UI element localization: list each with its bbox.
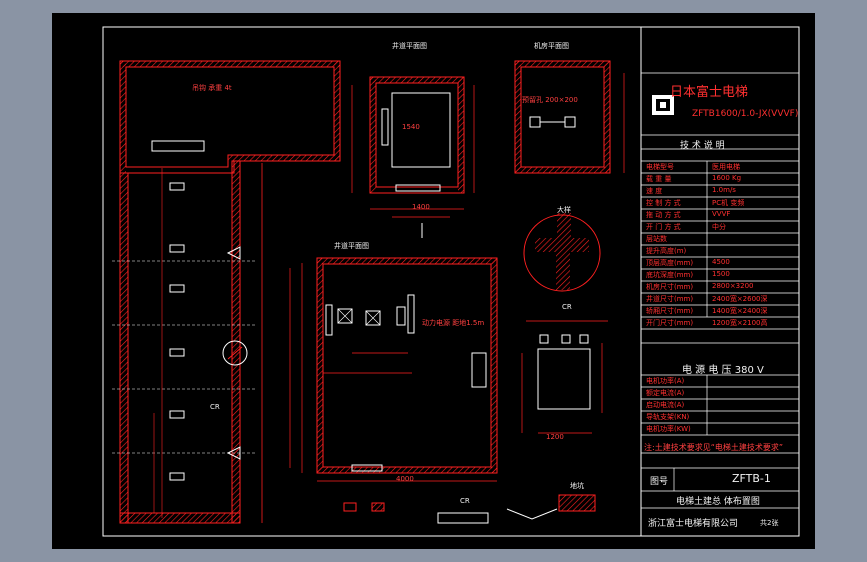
spec-value: 1400宽×2400深 — [712, 307, 768, 315]
plan-title: 井道平面图 — [392, 42, 427, 50]
title-block-grid — [641, 72, 799, 509]
spec-key: 载 重 量 — [646, 175, 672, 183]
company-name-cn: 日本富士电梯 — [670, 85, 749, 100]
spec-key: 提升高度(m) — [646, 247, 687, 255]
construction-note: 注:土建技术要求见“电梯土建技术要求” — [644, 443, 783, 452]
cad-drawing — [102, 26, 800, 537]
spec-key: 底坑深度(mm) — [646, 271, 694, 279]
spec-value: 医用电梯 — [712, 163, 740, 171]
spec-value: 1200宽×2100高 — [712, 319, 768, 327]
pit-label: 地坑 — [570, 482, 584, 490]
spec-key: 轿厢尺寸(mm) — [646, 307, 694, 315]
spec-value: 中分 — [712, 223, 726, 231]
drawing-frame — [102, 26, 800, 537]
cr-label-1: CR — [562, 303, 572, 311]
spec-key: 电梯型号 — [646, 163, 674, 171]
machine-room-plan — [514, 60, 625, 174]
shaft-plan-large — [289, 257, 498, 482]
drawing-no: ZFTB-1 — [732, 472, 771, 485]
power-key: 电机功率(A) — [646, 377, 685, 385]
hoistway-elevation — [112, 60, 341, 524]
cr-label-3: CR — [460, 497, 470, 505]
pit-detail — [521, 320, 608, 434]
dim-1540: 1540 — [402, 123, 420, 131]
bottom-details — [343, 494, 596, 524]
power-key: 额定电流(A) — [646, 389, 685, 397]
sheet-number: 共2张 — [760, 519, 779, 527]
cr-label-2: CR — [210, 403, 220, 411]
spec-value: PC机 变频 — [712, 199, 745, 207]
drawing-title: 电梯土建总 体布置图 — [676, 497, 760, 507]
hole-note: 预留孔 200×200 — [522, 96, 578, 104]
tech-heading: 技 术 说 明 — [680, 141, 725, 151]
drawing-no-label: 图号 — [650, 477, 669, 487]
power-key: 导轨支架(KN) — [646, 413, 690, 421]
spec-value: 1500 — [712, 270, 730, 278]
drawing-sheet: 日本富士电梯 ZFTB1600/1.0-JX(VVVF) 技 术 说 明 电梯型… — [52, 13, 815, 549]
spec-value: 1600 Kg — [712, 174, 742, 182]
hook-note: 吊钩 承重 4t — [192, 84, 232, 92]
detail-title: 大样 — [557, 206, 571, 214]
power-key: 启动电流(A) — [646, 401, 685, 409]
model-number: ZFTB1600/1.0-JX(VVVF) — [692, 109, 799, 119]
spec-key: 拖 动 方 式 — [646, 211, 681, 219]
spec-key: 井道尺寸(mm) — [646, 295, 694, 303]
dim-1400: 1400 — [412, 203, 430, 211]
machine-room-title: 机房平面图 — [534, 42, 569, 50]
spec-value: VVVF — [712, 210, 731, 218]
power-key: 电机功率(KW) — [646, 425, 691, 433]
fuji-logo-icon — [652, 95, 674, 115]
dim-1200: 1200 — [546, 433, 564, 441]
power-heading: 电 源 电 压 380 V — [682, 365, 764, 376]
hoistway-plan-top — [351, 76, 475, 238]
dim-4000: 4000 — [396, 475, 414, 483]
spec-value: 2400宽×2600深 — [712, 295, 768, 303]
spec-key: 开 门 方 式 — [646, 223, 681, 231]
spec-key: 开门尺寸(mm) — [646, 319, 694, 327]
power-box-note: 动力电源 距地1.5m — [422, 319, 485, 327]
shaft-plan-title: 井道平面图 — [334, 242, 369, 250]
spec-key: 控 制 方 式 — [646, 199, 681, 207]
spec-value: 4500 — [712, 258, 730, 266]
spec-value: 2800×3200 — [712, 282, 754, 290]
spec-key: 机房尺寸(mm) — [646, 283, 694, 291]
detail-circle — [523, 213, 601, 292]
spec-key: 顶层高度(mm) — [646, 259, 694, 267]
spec-key: 层站数 — [646, 235, 667, 243]
spec-key: 速 度 — [646, 187, 663, 195]
company-footer: 浙江富士电梯有限公司 — [648, 519, 739, 529]
spec-value: 1.0m/s — [712, 186, 736, 194]
